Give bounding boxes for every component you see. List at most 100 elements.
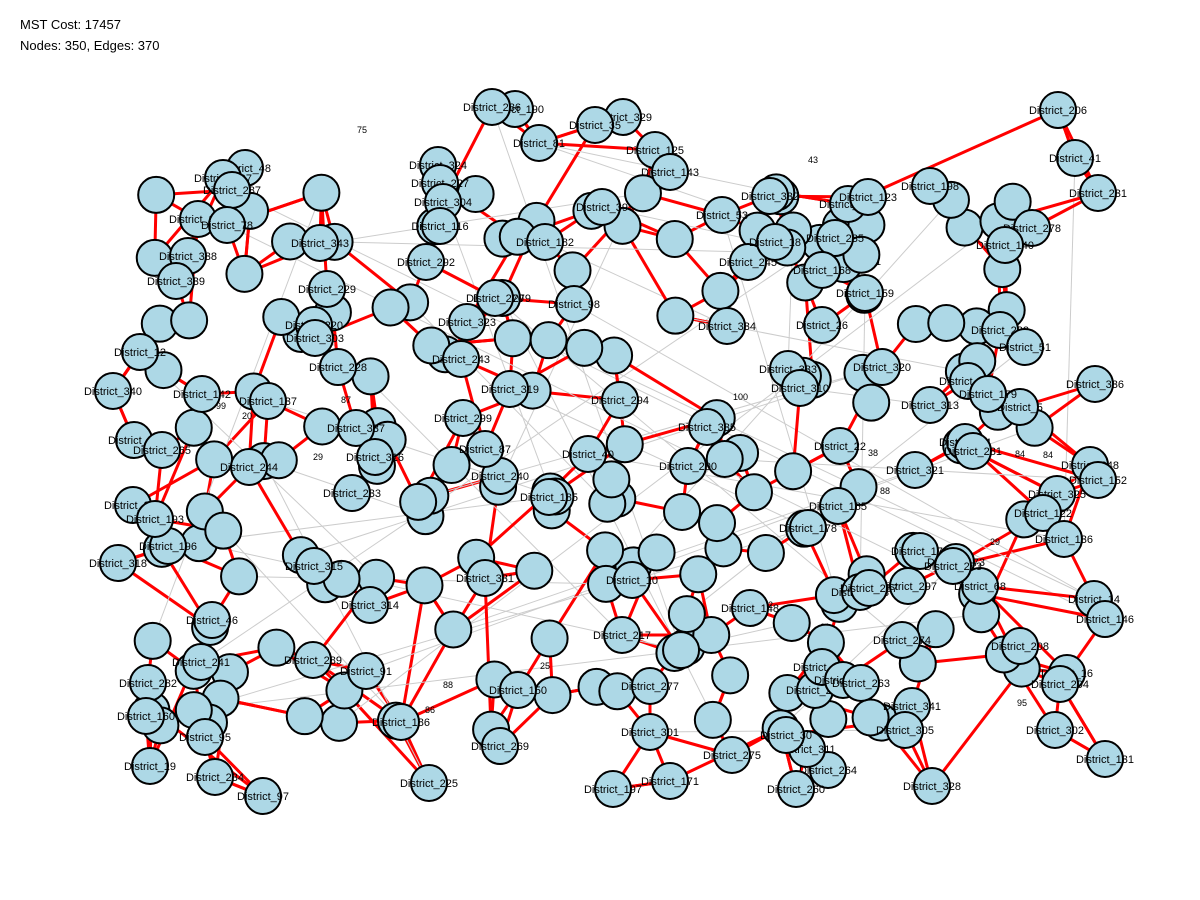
- graph-node[interactable]: [772, 603, 811, 642]
- graph-node[interactable]: [530, 619, 569, 658]
- graph-node[interactable]: [655, 220, 694, 259]
- graph-node-n281[interactable]: District_281: [944, 432, 1002, 470]
- graph-node-n245[interactable]: District_245: [719, 243, 777, 281]
- graph-node-n241[interactable]: District_241: [172, 643, 230, 681]
- graph-node-n150[interactable]: District_150: [489, 671, 547, 709]
- graph-node[interactable]: [553, 251, 592, 290]
- graph-node-n217[interactable]: District_217: [593, 616, 651, 654]
- graph-node-n270[interactable]: District_270: [466, 279, 524, 317]
- graph-node-n35[interactable]: District_35: [569, 106, 621, 144]
- graph-node-n206[interactable]: District_206: [1029, 91, 1087, 129]
- graph-node-n97[interactable]: District_97: [237, 777, 289, 815]
- graph-node-n257[interactable]: District_257: [840, 569, 898, 607]
- graph-node-n260[interactable]: District_260: [767, 770, 825, 808]
- graph-node[interactable]: [705, 439, 744, 478]
- graph-node-n235[interactable]: District_235: [806, 219, 864, 257]
- graph-node-n299[interactable]: District_299: [434, 399, 492, 437]
- graph-node-n165[interactable]: District_165: [809, 487, 867, 525]
- graph-node-n146[interactable]: District_146: [1076, 600, 1134, 638]
- graph-node-n323[interactable]: District_323: [438, 303, 496, 341]
- graph-node-n81[interactable]: District_81: [513, 124, 565, 162]
- graph-node-n302[interactable]: District_302: [1026, 711, 1084, 749]
- graph-node-n10[interactable]: District_10: [606, 561, 658, 599]
- graph-node[interactable]: [692, 616, 731, 655]
- graph-node-n143[interactable]: District_143: [641, 153, 699, 191]
- graph-node[interactable]: [432, 446, 471, 485]
- graph-node-n19[interactable]: District_19: [124, 747, 176, 785]
- graph-node[interactable]: [220, 557, 259, 596]
- graph-node-n148[interactable]: District_148: [721, 589, 779, 627]
- graph-node-n282[interactable]: District_282: [119, 664, 177, 702]
- graph-node[interactable]: [529, 321, 568, 360]
- graph-node-n51[interactable]: District_51: [999, 328, 1051, 366]
- graph-node-n208[interactable]: District_208: [991, 627, 1049, 665]
- graph-node[interactable]: [515, 551, 554, 590]
- graph-node-n122[interactable]: District_122: [1014, 494, 1072, 532]
- graph-node-n289[interactable]: District_289: [284, 641, 342, 679]
- graph-node-n198[interactable]: District_198: [901, 167, 959, 205]
- graph-node-n275[interactable]: District_275: [703, 736, 761, 774]
- graph-node[interactable]: [225, 254, 264, 293]
- graph-node-n320[interactable]: District_320: [853, 348, 911, 386]
- graph-node[interactable]: [711, 656, 750, 695]
- graph-node-n331[interactable]: District_331: [456, 559, 514, 597]
- graph-node-n337[interactable]: District_337: [327, 409, 385, 447]
- graph-node-n152[interactable]: District_152: [1069, 461, 1127, 499]
- graph-node-n318[interactable]: District_318: [89, 544, 147, 582]
- graph-node[interactable]: [434, 610, 473, 649]
- graph-node-n30[interactable]: District_30: [760, 716, 812, 754]
- graph-node-n136[interactable]: District_136: [1035, 520, 1093, 558]
- graph-node-n313[interactable]: District_313: [901, 386, 959, 424]
- graph-node-n53[interactable]: District_53: [696, 196, 748, 234]
- graph-node[interactable]: [623, 174, 662, 213]
- graph-node-n332[interactable]: District_332: [741, 177, 799, 215]
- graph-node-n297[interactable]: District_297: [879, 567, 937, 605]
- graph-node-n303[interactable]: District_303: [286, 319, 344, 357]
- graph-node-n26[interactable]: District_26: [796, 306, 848, 344]
- graph-node[interactable]: [257, 628, 296, 667]
- graph-node[interactable]: [851, 698, 890, 737]
- graph-node-n46[interactable]: District_46: [186, 601, 238, 639]
- graph-node-n160[interactable]: District_160: [117, 697, 175, 735]
- graph-node-n231[interactable]: District_231: [1069, 174, 1127, 212]
- graph-node-n186[interactable]: District_186: [372, 703, 430, 741]
- graph-node-n137[interactable]: District_137: [239, 382, 297, 420]
- graph-node-n343[interactable]: District_343: [291, 224, 349, 262]
- graph-node-n175[interactable]: District_175: [891, 532, 949, 570]
- graph-node-n310[interactable]: District_310: [771, 369, 829, 407]
- graph-node[interactable]: [320, 703, 359, 742]
- graph-node-n40[interactable]: District_40: [562, 435, 614, 473]
- graph-node-n305[interactable]: District_305: [876, 711, 934, 749]
- graph-node-n228[interactable]: District_228: [309, 348, 367, 386]
- graph-node-n197[interactable]: District_197: [584, 770, 642, 808]
- graph-node-n278[interactable]: District_278: [1003, 209, 1061, 247]
- graph-node[interactable]: [774, 452, 813, 491]
- graph-node[interactable]: [493, 319, 532, 358]
- graph-node[interactable]: [204, 511, 243, 550]
- graph-node[interactable]: [698, 504, 737, 543]
- graph-node-n95[interactable]: District_95: [179, 718, 231, 756]
- graph-node[interactable]: [916, 610, 955, 649]
- graph-node-n335[interactable]: District_335: [678, 408, 736, 446]
- graph-node-n263[interactable]: District_263: [832, 664, 890, 702]
- graph-node-n243[interactable]: District_243: [432, 340, 490, 378]
- graph-node-n78[interactable]: District_78: [201, 206, 253, 244]
- graph-node-n316[interactable]: District_316: [346, 438, 404, 476]
- graph-node-n116[interactable]: District_116: [411, 207, 469, 245]
- graph-node[interactable]: [693, 700, 732, 739]
- graph-node[interactable]: [656, 296, 695, 335]
- graph-node-n178[interactable]: District_178: [779, 509, 837, 547]
- graph-node-n273[interactable]: District_273: [924, 547, 982, 585]
- graph-node[interactable]: [565, 328, 604, 367]
- graph-node-n98[interactable]: District_98: [548, 285, 600, 323]
- graph-node-n41[interactable]: District_41: [1049, 139, 1101, 177]
- graph-node-n301[interactable]: District_301: [621, 713, 679, 751]
- graph-node-n171[interactable]: District_171: [641, 762, 699, 800]
- graph-node-n193[interactable]: District_193: [126, 500, 184, 538]
- graph-node-n22[interactable]: District_22: [814, 427, 866, 465]
- graph-node-n185[interactable]: District_185: [520, 478, 578, 516]
- graph-node-n336[interactable]: District_336: [1066, 365, 1124, 403]
- graph-node[interactable]: [663, 492, 702, 531]
- graph-node-n233[interactable]: District_233: [323, 474, 381, 512]
- graph-node-n229[interactable]: District_229: [298, 270, 356, 308]
